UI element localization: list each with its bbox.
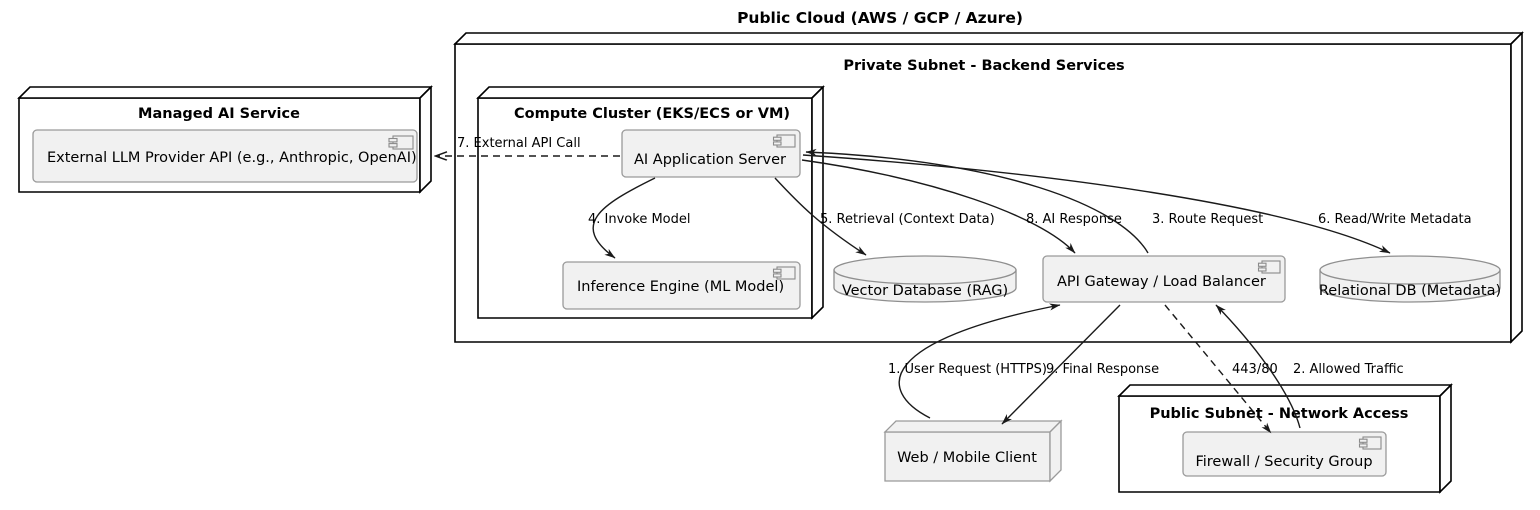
component-icon (1257, 260, 1281, 274)
edge-label-9: 9. Final Response (1046, 362, 1159, 377)
component-icon (1358, 436, 1382, 450)
edge-user-request: 1. User Request (HTTPS) (888, 303, 1061, 419)
edge-label-1: 1. User Request (HTTPS) (888, 362, 1047, 377)
edge-ai-response: 8. AI Response (801, 159, 1122, 254)
component-ai-application-server[interactable]: AI Application Server (621, 129, 801, 178)
relational-db-label: Relational DB (Metadata) (1319, 283, 1501, 299)
edge-invoke-model: 4. Invoke Model (588, 177, 690, 259)
edge-label-4: 4. Invoke Model (588, 212, 690, 227)
component-icon (772, 266, 796, 280)
component-api-gateway[interactable]: API Gateway / Load Balancer (1042, 255, 1286, 303)
component-firewall[interactable]: Firewall / Security Group (1182, 431, 1387, 477)
edge-label-5: 5. Retrieval (Context Data) (820, 212, 995, 227)
public-subnet-label: Public Subnet - Network Access (1150, 406, 1409, 422)
firewall-label: Firewall / Security Group (1195, 454, 1372, 470)
cloud-title: Public Cloud (AWS / GCP / Azure) (737, 9, 1023, 27)
component-external-llm-provider-api[interactable]: External LLM Provider API (e.g., Anthrop… (32, 129, 418, 183)
private-subnet-label: Private Subnet - Backend Services (843, 58, 1124, 74)
edge-route-request: 3. Route Request (805, 148, 1263, 254)
edge-final-response: 9. Final Response (1001, 304, 1159, 425)
component-icon (388, 135, 414, 150)
compute-cluster-label: Compute Cluster (EKS/ECS or VM) (514, 106, 790, 122)
managed-ai-service-label: Managed AI Service (138, 106, 300, 122)
ai-application-server-label: AI Application Server (634, 152, 786, 168)
edge-label-3: 3. Route Request (1152, 212, 1263, 227)
edge-allowed-traffic: 2. Allowed Traffic (1215, 304, 1404, 429)
database-relational-db[interactable]: Relational DB (Metadata) (1319, 255, 1501, 303)
external-llm-label: External LLM Provider API (e.g., Anthrop… (47, 150, 417, 166)
web-mobile-client-label: Web / Mobile Client (897, 450, 1037, 466)
component-inference-engine[interactable]: Inference Engine (ML Model) (562, 261, 801, 310)
database-vector-database[interactable]: Vector Database (RAG) (833, 255, 1017, 303)
node-web-mobile-client[interactable]: Web / Mobile Client (883, 419, 1063, 483)
edge-read-write-metadata: 6. Read/Write Metadata (802, 154, 1472, 254)
edge-label-443-80: 443/80 (1232, 362, 1278, 377)
edge-retrieval-context-data: 5. Retrieval (Context Data) (774, 177, 995, 256)
api-gateway-label: API Gateway / Load Balancer (1057, 274, 1266, 290)
edge-443-80: 443/80 (1164, 304, 1278, 434)
edge-label-6: 6. Read/Write Metadata (1318, 212, 1472, 227)
edge-label-2: 2. Allowed Traffic (1293, 362, 1404, 377)
edge-label-8: 8. AI Response (1026, 212, 1122, 227)
vector-database-label: Vector Database (RAG) (842, 283, 1008, 299)
component-icon (772, 134, 796, 148)
edge-external-api-call: 7. External API Call (436, 136, 620, 156)
edge-label-7: 7. External API Call (457, 136, 581, 151)
inference-engine-label: Inference Engine (ML Model) (577, 279, 784, 295)
